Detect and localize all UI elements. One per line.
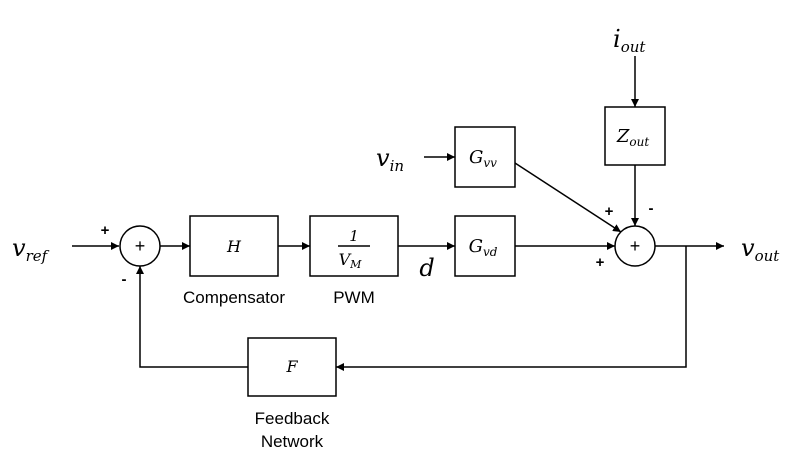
d-label: d: [419, 254, 434, 282]
compensator-caption: Compensator: [183, 288, 285, 307]
zout-block: Zout: [604, 106, 666, 166]
pwm-block: 1 VM: [309, 215, 399, 277]
v-out-label: vout: [741, 234, 780, 265]
svg-text:Zout: Zout: [616, 126, 649, 149]
v-ref-label: vref: [12, 234, 50, 265]
svg-text:+: +: [135, 236, 146, 256]
feedback-caption-line1: Feedback: [255, 409, 330, 428]
feedback-block: F: [247, 337, 337, 397]
input-plus-sign: +: [101, 222, 110, 239]
svg-text:F: F: [285, 357, 298, 376]
feedback-path-to-f: [336, 246, 687, 371]
output-gvd-plus-sign: +: [596, 254, 605, 271]
v-in-label: vin: [376, 144, 404, 175]
gvv-to-sum-arrow: [514, 162, 622, 233]
feedback-caption-line2: Network: [261, 432, 324, 451]
svg-text:Gvd: Gvd: [469, 236, 498, 259]
output-zout-minus-sign: -: [649, 200, 654, 217]
feedback-path-to-sum: [136, 266, 248, 368]
output-gvv-plus-sign: +: [605, 203, 614, 220]
pwm-numerator: 1: [349, 227, 359, 245]
output-summing-junction: +: [614, 225, 656, 267]
svg-text:+: +: [630, 236, 641, 256]
svg-text:Gvv: Gvv: [469, 147, 497, 170]
input-summing-junction: +: [119, 225, 161, 267]
gvv-block: Gvv: [454, 126, 516, 188]
pwm-caption: PWM: [333, 288, 375, 307]
compensator-block: H: [189, 215, 279, 277]
gvd-block: Gvd: [454, 215, 516, 277]
input-minus-sign: -: [122, 271, 127, 288]
svg-text:H: H: [226, 237, 242, 256]
i-out-label: iout: [613, 25, 646, 56]
pwm-denominator: VM: [339, 250, 363, 271]
